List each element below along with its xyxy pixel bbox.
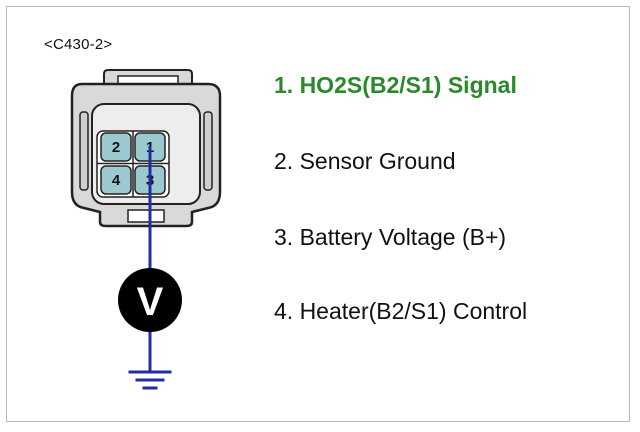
legend-item-pin-2: 2. Sensor Ground [274, 148, 456, 174]
legend-item-pin-1: 1. HO2S(B2/S1) Signal [274, 72, 517, 98]
legend-item-pin-4: 4. Heater(B2/S1) Control [274, 298, 528, 324]
pin-4-number: 4 [112, 172, 121, 189]
pin-2-number: 2 [112, 139, 120, 156]
pin-separator [97, 131, 169, 197]
connector-id-label: <C430-2> [44, 36, 113, 53]
voltmeter-body [118, 268, 182, 332]
connector-rib-right [203, 111, 213, 191]
pin-4: 4 [100, 165, 132, 195]
voltmeter: V [118, 268, 182, 332]
pin-2: 2 [100, 132, 132, 162]
legend-item-pin-3: 3. Battery Voltage (B+) [274, 224, 507, 250]
voltmeter-symbol: V [137, 280, 164, 324]
connector-rib-left [79, 111, 89, 191]
connector-key [127, 209, 165, 223]
ground-icon [128, 370, 172, 390]
